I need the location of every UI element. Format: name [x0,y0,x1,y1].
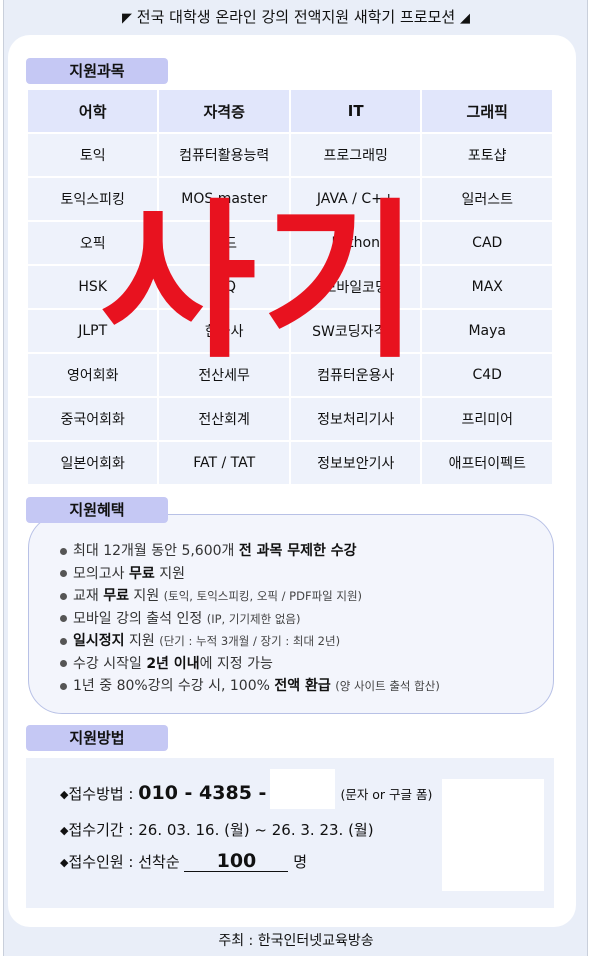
table-cell: 오픽 [28,222,158,266]
method-count-row: ◆접수인원 : 선착순 100 명 [60,851,307,872]
table-cell: 프로그래밍 [290,134,421,178]
table-cell: JAVA / C++ [290,178,421,222]
bullet-dot-icon [60,660,67,667]
table-cell: Python [290,222,421,266]
list-item: 일시정지 지원 (단기 : 누적 3개월 / 장기 : 최대 2년) [60,630,440,653]
table-cell: 토익 [28,134,158,178]
benefits-list: 최대 12개월 동안 5,600개 전 과목 무제한 수강 모의고사 무료 지원… [60,540,440,698]
table-cell: MAX [422,266,552,310]
table-row: 일본어회화 FAT / TAT 정보보안기사 애프터이펙트 [28,442,552,486]
table-row: JLPT 한국사 SW코딩자격증 Maya [28,310,552,354]
redacted-phone-area [270,769,335,809]
table-cell: MOS master [159,178,289,222]
table-cell: HSK [28,266,158,310]
banner-left-marker: ◤ [122,11,132,26]
method-section-label: 지원방법 [26,725,168,751]
header-it: IT [290,90,421,134]
table-cell: Maya [422,310,552,354]
benefits-box [28,514,554,714]
course-table: 어학 자격증 IT 그래픽 토익 컴퓨터활용능력 프로그래밍 포토샵 토익스피킹… [26,90,554,486]
diamond-bullet-icon: ◆ [60,856,69,869]
table-cell: 프리미어 [422,398,552,442]
bullet-dot-icon [60,570,67,577]
list-item: 모바일 강의 출석 인정 (IP, 기기제한 없음) [60,608,440,631]
table-cell: 중국어회화 [28,398,158,442]
list-item: 1년 중 80%강의 수강 시, 100% 전액 환급 (양 사이트 출석 합산… [60,675,440,698]
diamond-bullet-icon: ◆ [60,788,69,801]
table-cell: 정보처리기사 [290,398,421,442]
list-item: 최대 12개월 동안 5,600개 전 과목 무제한 수강 [60,540,440,563]
bullet-dot-icon [60,682,67,690]
list-item: 수강 시작일 2년 이내에 지정 가능 [60,653,440,676]
table-cell: SW코딩자격증 [290,310,421,354]
table-row: 토익 컴퓨터활용능력 프로그래밍 포토샵 [28,134,552,178]
table-cell: C4D [422,354,552,398]
table-cell: 컴퓨터운용사 [290,354,421,398]
table-cell: ITQ [159,266,289,310]
bullet-dot-icon [60,592,67,600]
table-cell: JLPT [28,310,158,354]
diamond-bullet-icon: ◆ [60,824,69,837]
table-cell: 한국사 [159,310,289,354]
table-cell: 포토샵 [422,134,552,178]
banner-right-marker: ◢ [459,11,470,26]
count-value: 100 [184,851,289,872]
count-label: 접수인원 : 선착순 [68,853,185,871]
course-table-header-row: 어학 자격증 IT 그래픽 [28,90,552,134]
table-cell: 일러스트 [422,178,552,222]
header-graphic: 그래픽 [422,90,552,134]
table-row: HSK ITQ 모바일코딩 MAX [28,266,552,310]
table-cell: FAT / TAT [159,442,289,486]
table-cell: 토익스피킹 [28,178,158,222]
organizer-footer: 주최 : 한국인터넷교육방송 [218,933,374,949]
promo-banner: ◤ 전국 대학생 온라인 강의 전액지원 새학기 프로모션 ◢ [0,6,592,28]
table-row: 영어회화 전산세무 컴퓨터운용사 C4D [28,354,552,398]
list-item: 모의고사 무료 지원 [60,563,440,586]
table-row: 오픽 워드 Python CAD [28,222,552,266]
header-certificate: 자격증 [159,90,289,134]
table-cell: 모바일코딩 [290,266,421,310]
method-period-row: ◆접수기간 : 26. 03. 16. (월) ~ 26. 3. 23. (월) [60,819,374,840]
phone-number[interactable]: 010 - 4385 - [138,782,267,804]
table-row: 중국어회화 전산회계 정보처리기사 프리미어 [28,398,552,442]
period-label: 접수기간 : [68,821,139,839]
header-language: 어학 [28,90,158,134]
bullet-dot-icon [60,547,67,555]
table-cell: 워드 [159,222,289,266]
table-cell: 애프터이펙트 [422,442,552,486]
banner-title: 전국 대학생 온라인 강의 전액지원 새학기 프로모션 [136,8,456,26]
period-value: 26. 03. 16. (월) ~ 26. 3. 23. (월) [138,821,374,839]
table-row: 토익스피킹 MOS master JAVA / C++ 일러스트 [28,178,552,222]
table-cell: 전산세무 [159,354,289,398]
phone-note: (문자 or 구글 폼) [340,787,433,802]
method-phone-row: ◆접수방법 : 010 - 4385 - (문자 or 구글 폼) [60,782,432,804]
table-cell: 컴퓨터활용능력 [159,134,289,178]
bullet-dot-icon [60,615,67,622]
qr-code-placeholder [442,779,544,891]
table-cell: CAD [422,222,552,266]
table-cell: 정보보안기사 [290,442,421,486]
courses-section-label: 지원과목 [26,58,168,84]
table-cell: 영어회화 [28,354,158,398]
benefits-section-label: 지원혜택 [26,497,168,523]
table-cell: 일본어회화 [28,442,158,486]
phone-label: 접수방법 : [68,785,139,803]
bullet-dot-icon [60,637,67,645]
table-cell: 전산회계 [159,398,289,442]
count-unit: 명 [288,853,308,871]
list-item: 교재 무료 지원 (토익, 토익스피킹, 오픽 / PDF파일 지원) [60,585,440,608]
